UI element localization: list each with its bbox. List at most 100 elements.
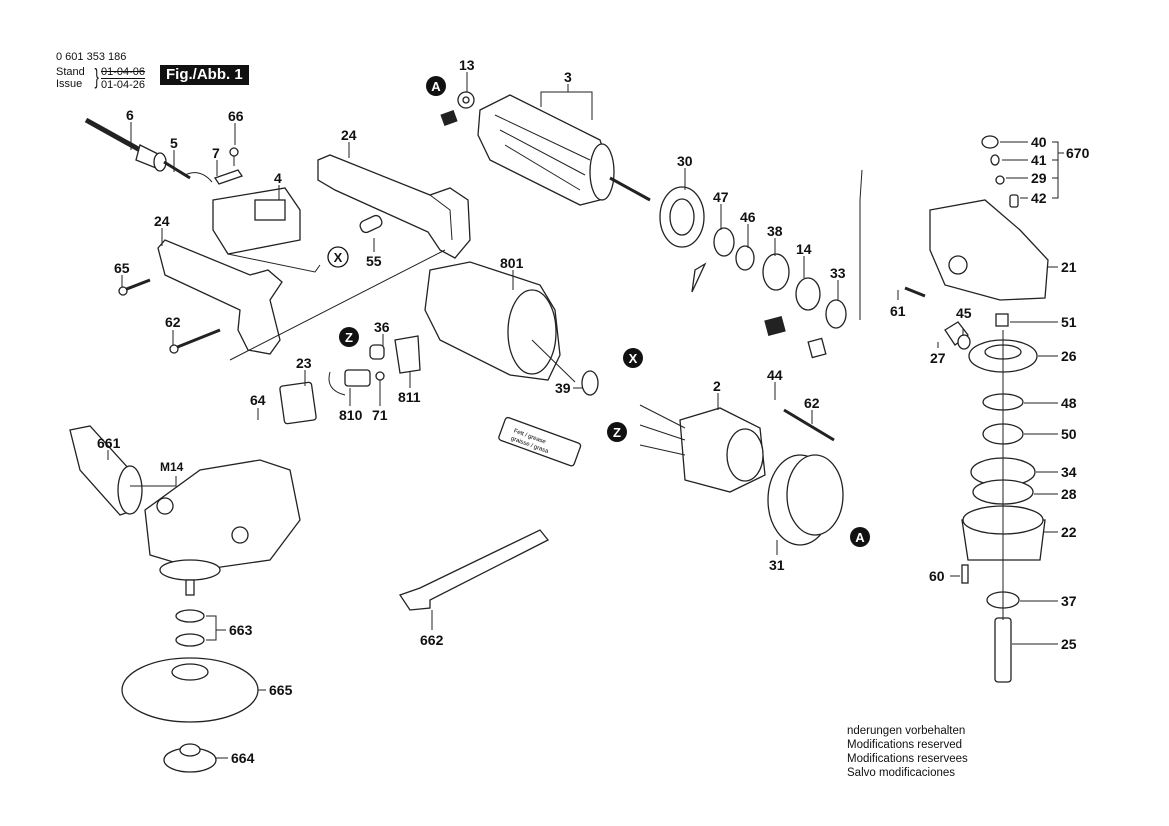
callout-810: 810	[339, 407, 363, 423]
stand-date: 01-04-06	[101, 66, 146, 78]
screws-left	[118, 278, 221, 354]
callout-61: 61	[890, 303, 906, 319]
note-english: Modifications reserved	[847, 739, 963, 751]
callout-25: 25	[1061, 636, 1077, 652]
callout-13: 13	[459, 57, 475, 73]
brace-symbol: }	[94, 64, 99, 89]
callout-48: 48	[1061, 395, 1077, 411]
svg-text:Z: Z	[345, 330, 353, 345]
grease-tube: Fett / grease graisse / grasa	[498, 416, 582, 467]
callout-2: 2	[713, 378, 721, 394]
callout-46: 46	[740, 209, 756, 225]
issue-date: 01-04-26	[101, 78, 146, 91]
spanner-part	[398, 529, 550, 611]
marker-x-filled: X	[623, 348, 643, 368]
callout-22: 22	[1061, 524, 1077, 540]
note-spanish: Salvo modificaciones	[847, 767, 956, 779]
backing-pad-parts	[121, 609, 259, 773]
gear-head-parts	[944, 313, 1046, 683]
figure-label: Fig./Abb. 1	[160, 65, 249, 85]
callout-42: 42	[1031, 190, 1047, 206]
callout-21: 21	[1061, 259, 1077, 275]
bearing-39-part	[581, 370, 599, 396]
callout-664: 664	[231, 750, 255, 766]
armature-bearings	[659, 186, 847, 359]
switch-part	[212, 187, 321, 273]
callout-4: 4	[274, 170, 282, 186]
air-guide-ring-part	[767, 454, 844, 546]
callout-24-lower: 24	[154, 213, 170, 229]
field-part	[639, 404, 835, 493]
marker-z-left: Z	[339, 327, 359, 347]
electrical-parts	[279, 335, 421, 425]
callout-27: 27	[930, 350, 946, 366]
grinder-assembly	[69, 425, 301, 596]
callout-661: 661	[97, 435, 121, 451]
motor-housing-part	[424, 261, 576, 383]
callout-64: 64	[250, 392, 266, 408]
marker-a-bottom: A	[850, 527, 870, 547]
power-cord-part	[84, 117, 213, 183]
callout-62-right: 62	[804, 395, 820, 411]
callout-7: 7	[212, 145, 220, 161]
callout-45: 45	[956, 305, 972, 321]
callout-39: 39	[555, 380, 571, 396]
callout-24-upper: 24	[341, 127, 357, 143]
armature-part	[440, 91, 651, 206]
callout-66: 66	[228, 108, 244, 124]
callout-665: 665	[269, 682, 293, 698]
part-number: 0 601 353 186	[56, 51, 127, 63]
callout-3: 3	[564, 69, 572, 85]
modifications-note: nderungen vorbehalten Modifications rese…	[847, 724, 968, 780]
marker-x-outline: X	[327, 246, 349, 268]
callout-71: 71	[372, 407, 388, 423]
gear-housing-part	[859, 169, 1049, 320]
callout-801: 801	[500, 255, 524, 271]
note-french: Modifications reservees	[847, 753, 968, 765]
spindle-lock-parts	[981, 135, 1019, 208]
callout-60: 60	[929, 568, 945, 584]
callout-670: 670	[1066, 145, 1090, 161]
marker-a-top: A	[426, 76, 446, 96]
callout-62-left: 62	[165, 314, 181, 330]
callout-6: 6	[126, 107, 134, 123]
leader-lines	[107, 72, 1064, 759]
callout-31: 31	[769, 557, 785, 573]
svg-text:A: A	[431, 79, 441, 94]
svg-text:Z: Z	[613, 425, 621, 440]
callout-65: 65	[114, 260, 130, 276]
svg-text:X: X	[334, 250, 343, 265]
callout-47: 47	[713, 189, 729, 205]
svg-text:X: X	[629, 351, 638, 366]
callout-663: 663	[229, 622, 253, 638]
callout-14: 14	[796, 241, 812, 257]
callout-29: 29	[1031, 170, 1047, 186]
callout-37: 37	[1061, 593, 1077, 609]
callout-30: 30	[677, 153, 693, 169]
callout-36: 36	[374, 319, 390, 335]
callout-51: 51	[1061, 314, 1077, 330]
callout-38: 38	[767, 223, 783, 239]
callout-55: 55	[366, 253, 382, 269]
svg-text:A: A	[855, 530, 865, 545]
handle-lower-part	[157, 239, 446, 361]
callout-23: 23	[296, 355, 312, 371]
stand-label: Stand	[56, 66, 85, 78]
note-german: nderungen vorbehalten	[847, 725, 966, 737]
callout-5: 5	[170, 135, 178, 151]
marker-z-right: Z	[607, 422, 627, 442]
issue-label: Issue	[56, 78, 83, 90]
callout-40: 40	[1031, 134, 1047, 150]
callout-50: 50	[1061, 426, 1077, 442]
callout-26: 26	[1061, 348, 1077, 364]
callout-34: 34	[1061, 464, 1077, 480]
callout-33: 33	[830, 265, 846, 281]
callout-662: 662	[420, 632, 444, 648]
cord-clamp-part	[213, 147, 244, 185]
callout-44: 44	[767, 367, 783, 383]
thread-label: M14	[160, 460, 184, 474]
callout-28: 28	[1061, 486, 1077, 502]
callout-41: 41	[1031, 152, 1047, 168]
